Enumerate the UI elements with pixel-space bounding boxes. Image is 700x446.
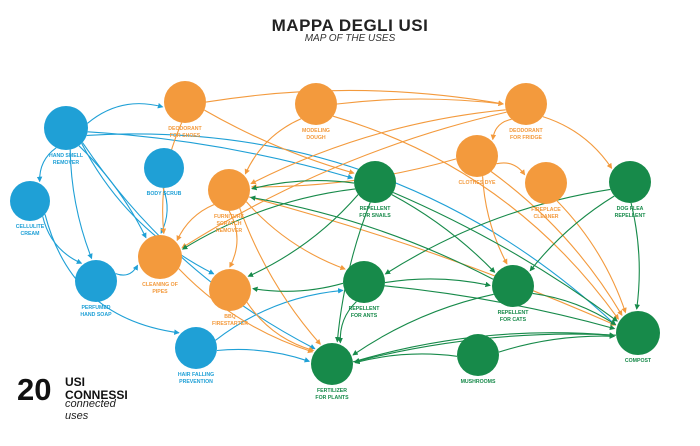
connection-arrow xyxy=(245,201,346,271)
node-label: REPELLENT FOR SNAILS xyxy=(359,206,391,219)
connection-arrow xyxy=(251,180,355,191)
connection-arrow xyxy=(215,288,344,341)
connection-arrow xyxy=(392,191,618,322)
body-icon xyxy=(10,181,50,221)
connection-arrow xyxy=(247,194,359,277)
node-label: MUSHROOMS xyxy=(460,379,496,385)
soap-icon xyxy=(75,260,117,302)
node-label: COMPOST xyxy=(624,358,652,364)
connection-arrow xyxy=(248,196,617,326)
connection-arrow xyxy=(391,194,496,273)
mushroom-icon xyxy=(457,334,499,376)
connection-arrow xyxy=(490,118,512,141)
connection-arrow xyxy=(204,109,355,175)
fridge-icon xyxy=(505,83,547,125)
connection-arrow xyxy=(498,333,616,353)
connection-arrow xyxy=(216,348,311,363)
map-title: MAPPA DEGLI USI xyxy=(271,16,429,35)
node-label: FIREPLACE CLEANER xyxy=(531,207,561,220)
connection-arrow xyxy=(332,115,619,320)
shirt-icon xyxy=(456,135,498,177)
connection-arrow xyxy=(250,109,506,185)
drawer-icon xyxy=(208,169,250,211)
connection-arrow xyxy=(352,293,494,356)
connection-arrow xyxy=(556,200,627,314)
node-label: PERFUMED HAND SOAP xyxy=(80,305,112,318)
node-label: DEODORANT FOR FRIDGE xyxy=(509,128,543,141)
fireplace-icon xyxy=(525,162,567,204)
connection-arrow xyxy=(490,171,623,316)
connection-arrow xyxy=(181,188,356,250)
connection-arrow xyxy=(249,195,494,280)
connection-arrow xyxy=(82,142,316,350)
connection-arrow xyxy=(630,202,641,310)
connection-arrow xyxy=(496,162,526,176)
map-subtitle: MAP OF THE USES xyxy=(304,33,396,44)
count-number: 20 xyxy=(17,372,52,407)
connection-arrow xyxy=(239,207,321,345)
node-label: CLEANING OF PIPES xyxy=(142,282,178,295)
connection-arrow xyxy=(384,188,611,275)
head-icon xyxy=(175,327,217,369)
connection-arrow xyxy=(252,282,344,293)
node-label: HAND SMELL REMOVER xyxy=(48,153,83,166)
connection-arrow xyxy=(529,195,615,272)
connection-arrow xyxy=(244,118,302,175)
ant-icon xyxy=(343,261,385,303)
connection-arrow xyxy=(69,149,93,260)
compost-icon xyxy=(616,311,660,355)
connection-arrow xyxy=(246,301,315,352)
dog-icon xyxy=(609,161,651,203)
connection-arrow xyxy=(205,89,504,106)
node-label: FERTILIZER FOR PLANTS xyxy=(315,388,349,401)
count-label-it-1: USI xyxy=(65,375,86,389)
node-label: REPELLENT FOR CATS xyxy=(497,310,529,323)
node-label: DEODORANT FOR SHOES xyxy=(168,126,202,139)
connection-arrow xyxy=(36,147,57,183)
hands-icon xyxy=(44,106,88,150)
connection-arrow xyxy=(87,103,164,124)
dough-icon xyxy=(295,83,337,125)
connection-arrow xyxy=(42,216,83,264)
count-label-en-2: uses xyxy=(65,409,89,422)
connection-arrow xyxy=(384,278,491,288)
node-label: MODELING DOUGH xyxy=(302,128,330,141)
connection-arrow xyxy=(176,204,215,242)
connection-arrow xyxy=(81,143,215,275)
node-label: HAIR FALLING PREVENTION xyxy=(177,372,215,385)
connection-arrow xyxy=(115,264,138,276)
cat-icon xyxy=(492,265,534,307)
connection-arrow xyxy=(181,111,507,249)
connection-arrow xyxy=(532,292,617,326)
connection-arrow xyxy=(542,116,613,169)
plant-icon xyxy=(311,343,353,385)
connection-arrow xyxy=(87,131,354,180)
node-label: CLOTHES DYE xyxy=(458,180,496,186)
node-label: REPELLENT FOR ANTS xyxy=(348,306,380,319)
pipe-icon xyxy=(138,235,182,279)
node-label: FURNITURE SCRATCH REMOVER xyxy=(214,214,244,234)
node-label: BODY SCRUB xyxy=(146,191,182,197)
grill-icon xyxy=(209,269,251,311)
connection-arrow xyxy=(228,210,238,268)
connection-arrow xyxy=(336,98,504,107)
connection-arrow xyxy=(337,301,357,344)
count-label-en-1: connected xyxy=(65,398,116,410)
node-label: BBQ FIRESTARTER xyxy=(212,314,248,327)
brush-icon xyxy=(144,148,184,188)
count-label-it-2: CONNESSI xyxy=(65,387,128,402)
shoe-icon xyxy=(164,81,206,123)
count-label-en: connected uses xyxy=(65,398,116,422)
count-label-it: USI CONNESSI xyxy=(65,376,128,401)
snail-icon xyxy=(354,161,396,203)
connection-arrow xyxy=(354,353,458,365)
connection-arrow xyxy=(178,268,314,354)
node-label: CELLULITE CREAM xyxy=(15,224,45,237)
node-label: DOG FLEA REPELLENT xyxy=(614,206,646,219)
